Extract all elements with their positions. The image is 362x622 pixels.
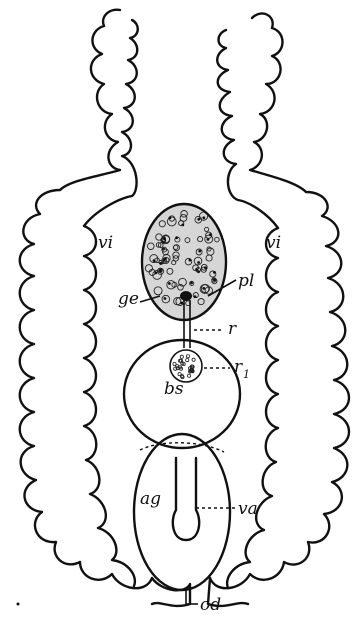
receptaculum-dot (186, 355, 189, 358)
germarium-nucleus (207, 238, 210, 241)
stray-dot (17, 603, 20, 606)
germarium-nucleus (189, 259, 192, 262)
germarium-nucleus (154, 272, 157, 275)
germarium-nucleus (194, 295, 197, 298)
label-vi-right: vi (266, 233, 281, 253)
germarium-nucleus (195, 268, 198, 271)
receptaculum-dot (192, 358, 195, 361)
germarium-nucleus (168, 282, 171, 285)
label-r1: r (234, 357, 243, 377)
label-pl: pl (238, 271, 254, 291)
label-bs: bs (164, 379, 184, 399)
vagina-tube (173, 458, 199, 540)
label-r1-subscript: 1 (243, 368, 250, 381)
atrium-genitale (134, 434, 230, 590)
receptaculum-dot (173, 362, 176, 365)
germarium-nucleus (198, 250, 201, 253)
germarium-nucleus (169, 217, 172, 220)
germarium-nucleus (213, 271, 216, 274)
germarium-nucleus (190, 282, 193, 285)
label-r: r (228, 319, 237, 339)
receptaculum-dot (186, 359, 189, 362)
germarium-nucleus (204, 266, 207, 269)
receptaculum-dot (180, 355, 183, 358)
germarium-nucleus (180, 302, 183, 305)
germarium-nucleus (181, 224, 184, 227)
label-od: od (200, 595, 221, 615)
receptaculum-dots (173, 355, 195, 379)
germarium-core (180, 291, 192, 301)
germarium-nucleus (164, 297, 167, 300)
germarium-nucleus (202, 287, 205, 290)
germarium-nucleus (153, 259, 156, 262)
germarium-nucleus (202, 216, 205, 219)
receptaculum-r1 (170, 350, 202, 382)
label-ge: ge (118, 289, 139, 309)
germarium-nucleus (163, 238, 166, 241)
label-va: va (238, 499, 258, 519)
label-ag: ag (140, 489, 161, 509)
germarium-nucleus (175, 236, 178, 239)
germarium-nucleus (197, 261, 200, 264)
receptaculum-dot (178, 373, 181, 376)
germarium-nucleus (197, 270, 200, 273)
label-vi-left: vi (98, 233, 113, 253)
germarium-nucleus (163, 258, 166, 261)
receptaculum-dot (188, 374, 191, 377)
